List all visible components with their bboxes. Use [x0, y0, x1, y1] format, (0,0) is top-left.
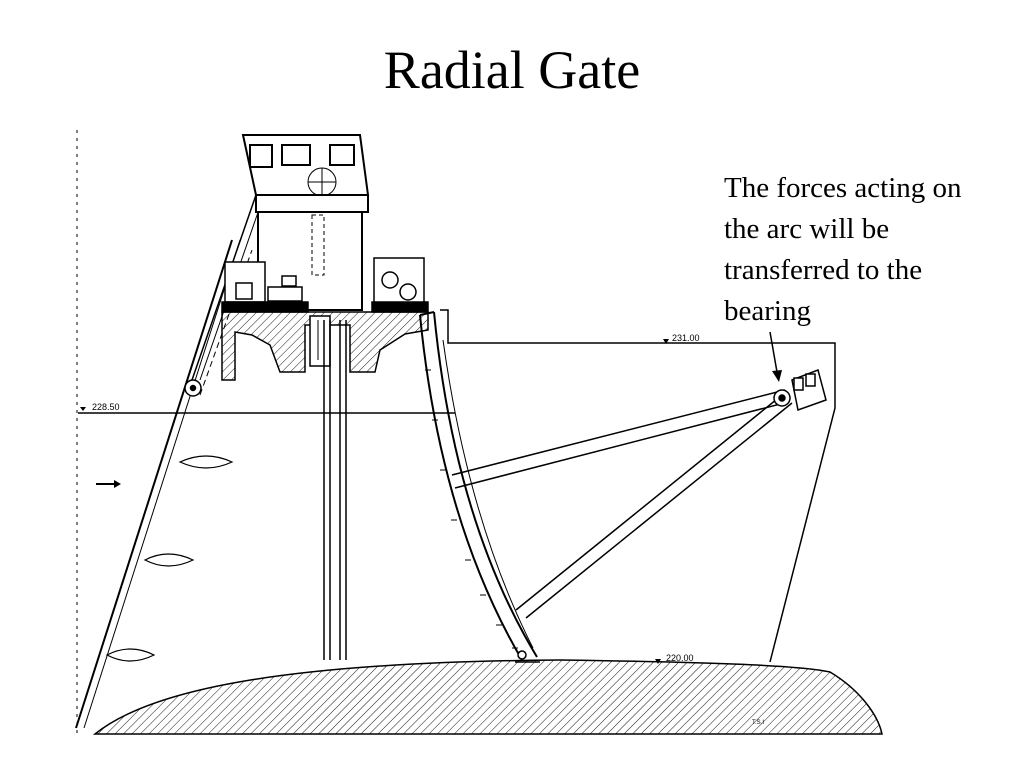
drawing-mark: T.S.I [752, 720, 764, 726]
crest-level-marker-icon [663, 339, 669, 344]
fish-icons [105, 455, 234, 662]
upstream-water-elevation: 228.50 [92, 402, 120, 412]
pier-outline [440, 309, 836, 663]
slide-title: Radial Gate [383, 40, 641, 100]
flow-arrow-icon [96, 480, 121, 488]
foundation-elevation: 220.00 [666, 653, 694, 663]
hoist-machinery-right [371, 257, 429, 313]
stoplog-guides [323, 320, 347, 660]
stoplog-slot [309, 315, 331, 367]
foundation-level-marker-icon [655, 659, 661, 664]
fish-icon [105, 648, 156, 662]
crest-elevation: 231.00 [672, 333, 700, 343]
bridge-deck [221, 311, 429, 381]
foundation-rock [92, 659, 883, 735]
trash-rack [75, 139, 284, 729]
fish-icon [178, 455, 234, 469]
trash-rack-pulley [184, 379, 202, 397]
callout-arrow-icon [769, 331, 782, 382]
gate-sill [515, 650, 540, 663]
fish-icon [143, 553, 195, 567]
radial-gate-arms [451, 389, 793, 619]
bearing-callout: The forces acting on the arc will be tra… [724, 172, 962, 327]
trunnion-bearing [773, 369, 827, 411]
water-level-marker-icon [80, 407, 86, 411]
hoist-machinery-left [221, 261, 309, 313]
radial-gate-arc [419, 311, 538, 661]
